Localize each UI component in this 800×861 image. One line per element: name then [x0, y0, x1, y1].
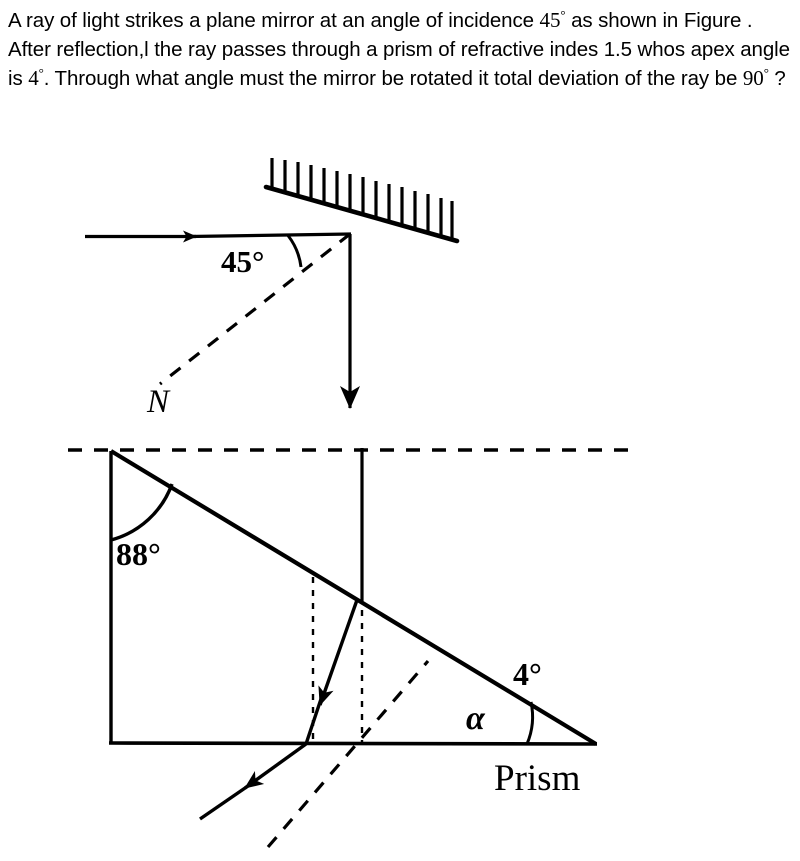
angle-value-90: 90 — [742, 66, 764, 90]
question-part-2: as shown in Figure . After reflection,l … — [8, 9, 790, 90]
emergent-ray-tail — [199, 784, 249, 821]
degree-symbol-2: ° — [38, 65, 44, 81]
apex-angle-label: 4° — [513, 656, 542, 692]
deviation-angle-label: α — [466, 700, 486, 737]
plane-mirror-surface — [263, 184, 460, 244]
angle-value-45: 45 — [539, 8, 561, 32]
mirror-hatching — [270, 158, 454, 240]
mirror-diagram: 45° N — [85, 158, 460, 420]
angle-value-4: 4 — [28, 66, 39, 90]
emergent-ray — [244, 742, 307, 790]
question-text: A ray of light strikes a plane mirror at… — [8, 6, 796, 93]
question-part-4: ? — [768, 67, 786, 90]
apex-angle-arc — [525, 701, 535, 745]
top-angle-label: 88° — [116, 536, 161, 572]
prism-diagram: 88° 4° α Prism — [68, 448, 632, 849]
prism-caption: Prism — [494, 758, 581, 799]
refracted-ray-inside-prism-tail — [304, 695, 324, 745]
hypotenuse-normal-dashed — [266, 659, 430, 849]
incidence-angle-arc — [286, 234, 303, 268]
incident-ray-tail — [189, 232, 352, 239]
normal-line-dashed — [159, 232, 351, 386]
degree-symbol-3: ° — [763, 65, 769, 81]
incidence-angle-label: 45° — [221, 244, 264, 279]
top-angle-arc — [110, 483, 174, 542]
degree-symbol-1: ° — [560, 7, 566, 23]
prism-base — [108, 741, 598, 746]
prism-hypotenuse — [109, 449, 598, 746]
refracted-ray-inside-prism — [318, 599, 359, 706]
question-part-1: A ray of light strikes a plane mirror at… — [8, 9, 540, 32]
normal-label: N — [146, 384, 171, 420]
question-part-3: . Through what angle must the mirror be … — [43, 67, 743, 90]
physics-figure: 45° N 88° — [0, 140, 800, 861]
